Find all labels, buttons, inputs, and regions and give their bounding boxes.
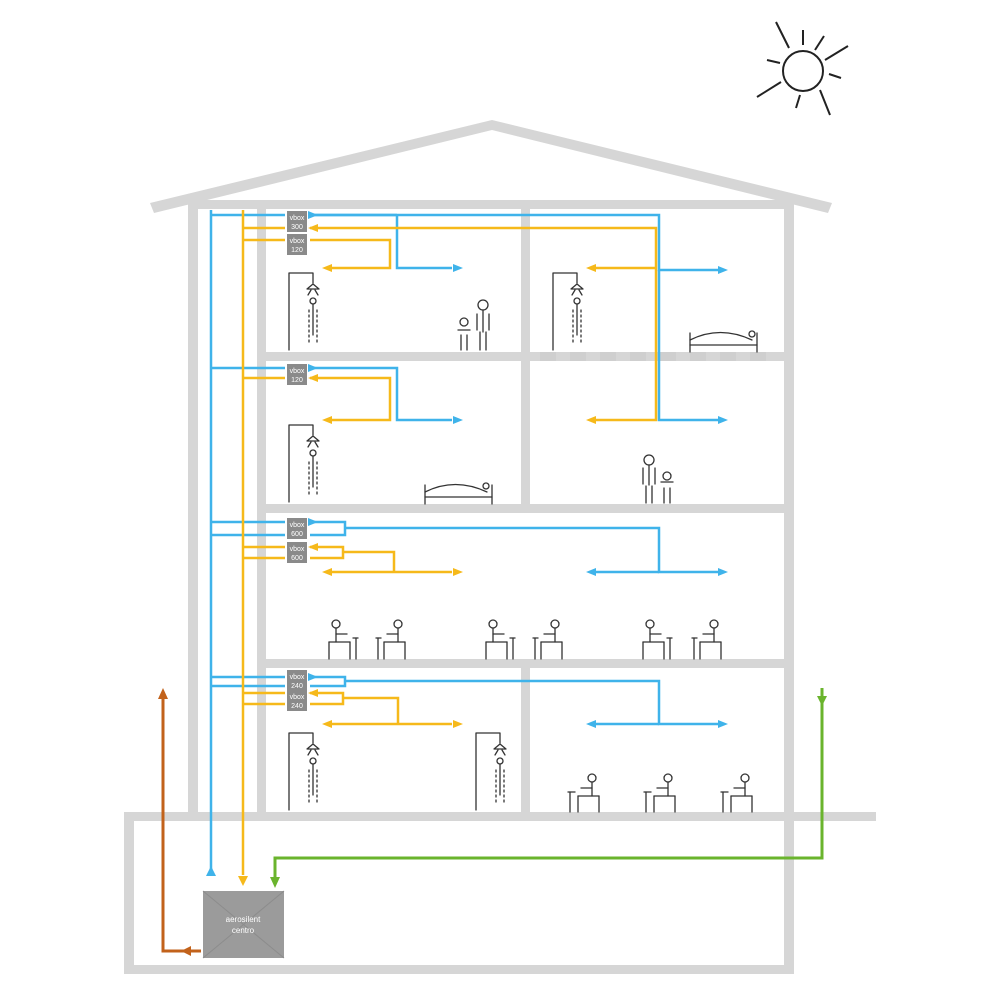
- vbox-size: 240: [291, 683, 303, 690]
- basement-wall-right: [784, 812, 794, 974]
- unit-label-line1: aerosilent: [226, 915, 261, 924]
- roof: [150, 120, 832, 213]
- partition-f1: [521, 668, 530, 812]
- desk-icon: [691, 619, 722, 660]
- person-icon: [642, 454, 674, 504]
- desk-icon: [643, 773, 676, 813]
- supply-arrows: [308, 211, 728, 728]
- aerosilent-centro-unit: aerosilent centro: [202, 890, 285, 959]
- floor-slab-3-dashes: [540, 352, 766, 361]
- vbox-size: 240: [291, 703, 303, 710]
- vbox-prefix: vbox: [290, 522, 305, 529]
- floor-slab-3: [257, 352, 533, 361]
- floor-slab-2: [257, 504, 794, 513]
- basement-floor: [124, 965, 794, 974]
- desk-icon: [567, 773, 600, 813]
- desk-icon: [532, 619, 563, 660]
- vbox-size: 600: [291, 531, 303, 538]
- shower-icon: [288, 272, 320, 351]
- vbox-f4-supply: vbox 300: [287, 211, 307, 232]
- sun-icon: [756, 21, 849, 116]
- ground-slab: [124, 812, 876, 821]
- extract-arrows: [308, 224, 596, 728]
- floor-slab-1: [257, 659, 794, 668]
- partition-f3: [521, 361, 530, 504]
- vbox-prefix: vbox: [290, 694, 305, 701]
- vbox-prefix: vbox: [290, 368, 305, 375]
- vbox-f4-extract: vbox 120: [287, 234, 307, 255]
- vbox-size: 300: [291, 224, 303, 231]
- shower-icon: [475, 732, 507, 811]
- desk-icon: [328, 619, 359, 660]
- exhaust-duct: [158, 688, 201, 956]
- desk-icon: [720, 773, 753, 813]
- vbox-prefix: vbox: [290, 238, 305, 245]
- vbox-prefix: vbox: [290, 546, 305, 553]
- desk-icon: [642, 619, 673, 660]
- unit-label-line2: centro: [232, 926, 255, 935]
- desk-icon: [375, 619, 406, 660]
- vbox-f1-supply: vbox 240: [287, 670, 307, 691]
- shower-icon: [552, 272, 584, 351]
- vbox-size: 120: [291, 377, 303, 384]
- shower-icon: [288, 732, 320, 811]
- vbox-prefix: vbox: [290, 215, 305, 222]
- bed-icon: [424, 482, 493, 505]
- partition-f4: [521, 209, 530, 352]
- vbox-f2-supply: vbox 600: [287, 518, 307, 539]
- shower-icon: [288, 424, 320, 503]
- vbox-f2-extract: vbox 600: [287, 542, 307, 563]
- attic-ceiling: [188, 200, 794, 209]
- vbox-size: 120: [291, 247, 303, 254]
- outdoor-intake-duct: [270, 688, 827, 888]
- vbox-size: 600: [291, 555, 303, 562]
- person-icon: [457, 299, 490, 351]
- vbox-f1-extract: vbox 240: [287, 690, 307, 711]
- extract-ducts: [238, 210, 658, 886]
- basement-wall-left: [124, 812, 134, 974]
- building-structure: [124, 120, 876, 974]
- vbox-f3-extract: vbox 120: [287, 364, 307, 385]
- desk-icon: [485, 619, 516, 660]
- supply-ducts: [206, 210, 720, 876]
- vbox-prefix: vbox: [290, 674, 305, 681]
- outer-wall-left: [188, 200, 198, 815]
- bed-icon: [689, 330, 758, 353]
